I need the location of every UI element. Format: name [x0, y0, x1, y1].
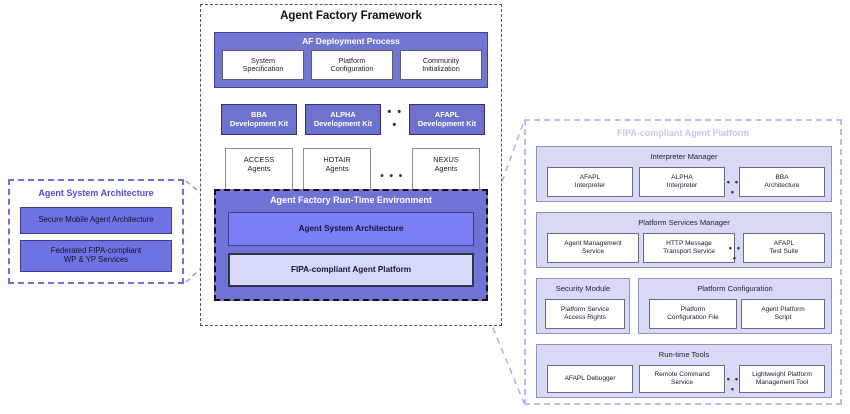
- interpreter-manager-ellipsis: • • •: [726, 177, 740, 198]
- group-platform-configuration-title: Platform Configuration: [697, 283, 773, 293]
- development-kits-ellipsis: • • •: [387, 106, 403, 131]
- framework-title: Agent Factory Framework: [280, 10, 422, 23]
- leaf-afapl-debugger[interactable]: AFAPL Debugger: [547, 365, 633, 393]
- runtime-tools-ellipsis: • • •: [726, 374, 740, 395]
- agent-system-architecture-panel-title: Agent System Architecture: [38, 187, 154, 198]
- group-runtime-tools: Run-time Tools AFAPL Debugger Remote Com…: [536, 344, 832, 398]
- fipa-agent-platform-panel-title: FIPA-compliant Agent Platform: [616, 127, 749, 138]
- agent-boxes-ellipsis: • • •: [380, 171, 404, 183]
- runtime-agent-system-architecture-box[interactable]: Agent System Architecture: [228, 212, 474, 246]
- group-runtime-tools-title: Run-time Tools: [658, 349, 710, 359]
- group-security-module-title: Security Module: [555, 283, 611, 293]
- runtime-environment-title: Agent Factory Run-Time Environment: [270, 194, 432, 205]
- group-platform-services-manager: Platform Services Manager Agent Manageme…: [536, 212, 832, 268]
- platform-services-manager-ellipsis: • • •: [728, 243, 742, 264]
- runtime-fipa-agent-platform-box[interactable]: FIPA-compliant Agent Platform: [228, 253, 474, 287]
- af-deployment-process-title: AF Deployment Process: [302, 35, 400, 46]
- group-interpreter-manager-title: Interpreter Manager: [650, 151, 718, 161]
- group-platform-services-manager-title: Platform Services Manager: [638, 217, 730, 227]
- secure-mobile-agent-architecture-box[interactable]: Secure Mobile Agent Architecture: [20, 207, 172, 234]
